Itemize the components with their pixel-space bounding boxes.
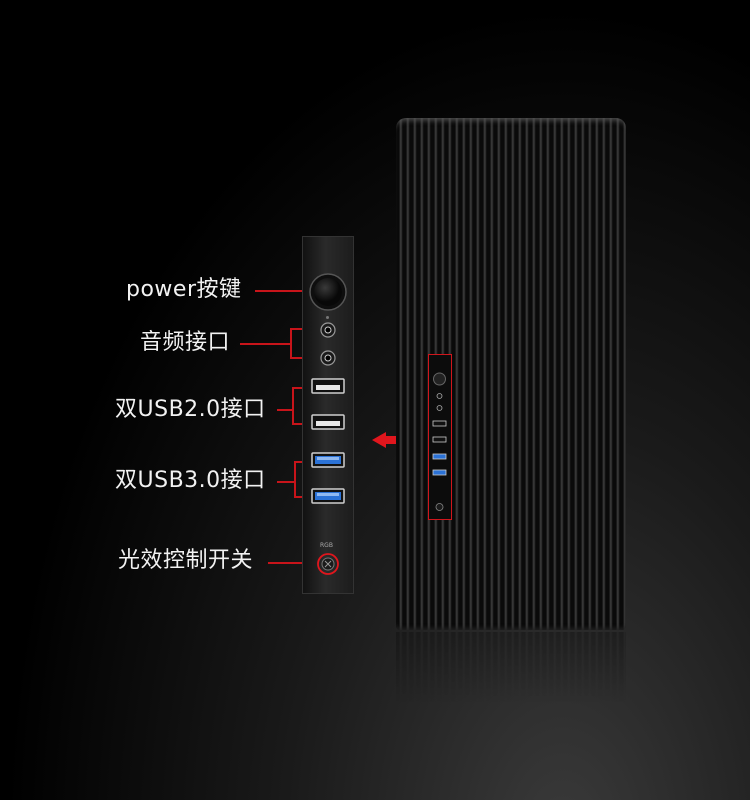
leader-audio-h <box>240 343 290 345</box>
leader-usb3-h <box>277 481 294 483</box>
case-io-miniature-icon <box>432 372 447 511</box>
label-light-switch: 光效控制开关 <box>118 548 254 573</box>
light-switch-icon[interactable] <box>316 552 340 576</box>
label-usb3-ports: 双USB3.0接口 <box>115 468 266 493</box>
usb3-port-2-icon[interactable] <box>311 488 345 504</box>
label-power-button: power按键 <box>126 277 242 302</box>
usb2-port-1-icon[interactable] <box>311 378 345 394</box>
label-audio-ports: 音频接口 <box>140 330 231 355</box>
leader-light <box>268 562 324 564</box>
headphone-jack-icon[interactable] <box>320 322 336 338</box>
case-front-io-highlight <box>428 354 452 520</box>
power-led-icon <box>326 316 329 319</box>
leader-power <box>255 290 305 292</box>
power-button-icon[interactable] <box>308 272 348 312</box>
front-io-panel: RGB <box>302 236 354 594</box>
usb3-port-1-icon[interactable] <box>311 452 345 468</box>
leader-usb2-h <box>277 409 292 411</box>
label-usb2-ports: 双USB2.0接口 <box>115 397 266 422</box>
rgb-label: RGB <box>320 542 333 549</box>
pc-case-reflection <box>396 632 626 702</box>
leader-audio-v <box>290 328 292 357</box>
leader-usb2-v <box>292 387 294 424</box>
mic-jack-icon[interactable] <box>320 350 336 366</box>
leader-usb3-v <box>294 461 296 497</box>
usb2-port-2-icon[interactable] <box>311 414 345 430</box>
